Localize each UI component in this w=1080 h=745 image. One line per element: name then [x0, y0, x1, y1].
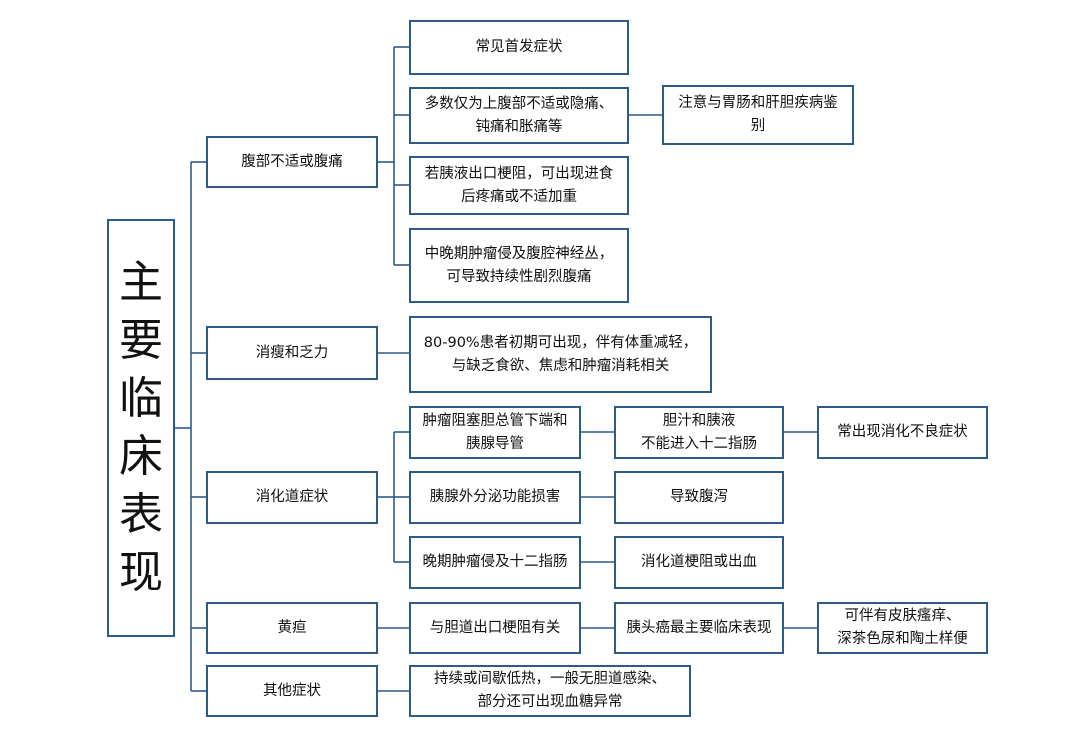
digestive-exocrine-damage: 胰腺外分泌功能损害 [409, 471, 581, 524]
abdominal-first-symptom: 常见首发症状 [409, 20, 629, 75]
weight-loss-detail: 80-90%患者初期可出现，伴有体重减轻， 与缺乏食欲、焦虑和肿瘤消耗相关 [409, 316, 712, 393]
digestive-obstruction-bleeding: 消化道梗阻或出血 [614, 536, 784, 589]
digestive-duodenum-invasion: 晚期肿瘤侵及十二指肠 [409, 536, 581, 589]
abdominal-obstruction-pain: 若胰液出口梗阻，可出现进食 后疼痛或不适加重 [409, 156, 629, 215]
digestive-indigestion: 常出现消化不良症状 [817, 406, 988, 459]
category-other: 其他症状 [206, 665, 378, 717]
other-symptoms-detail: 持续或间歇低热，一般无胆道感染、 部分还可出现血糖异常 [409, 665, 691, 717]
abdominal-dull-pain: 多数仅为上腹部不适或隐痛、 钝痛和胀痛等 [409, 87, 629, 144]
digestive-diarrhea: 导致腹泻 [614, 471, 784, 524]
root-node: 主 要 临 床 表 现 [107, 219, 175, 637]
abdominal-severe-pain: 中晚期肿瘤侵及腹腔神经丛， 可导致持续性剧烈腹痛 [409, 228, 629, 303]
jaundice-cause: 与胆道出口梗阻有关 [409, 602, 581, 654]
abdominal-differential-note: 注意与胃肠和肝胆疾病鉴 别 [662, 85, 854, 145]
category-weight-loss: 消瘦和乏力 [206, 326, 378, 380]
digestive-bile-duct-obstruction: 肿瘤阻塞胆总管下端和 胰腺导管 [409, 406, 581, 459]
category-jaundice: 黄疸 [206, 602, 378, 654]
category-abdominal-pain: 腹部不适或腹痛 [206, 136, 378, 188]
jaundice-accompanying: 可伴有皮肤瘙痒、 深茶色尿和陶土样便 [817, 602, 988, 654]
digestive-bile-pancreatic-juice: 胆汁和胰液 不能进入十二指肠 [614, 406, 784, 459]
category-digestive: 消化道症状 [206, 471, 378, 524]
jaundice-significance: 胰头癌最主要临床表现 [614, 602, 784, 654]
